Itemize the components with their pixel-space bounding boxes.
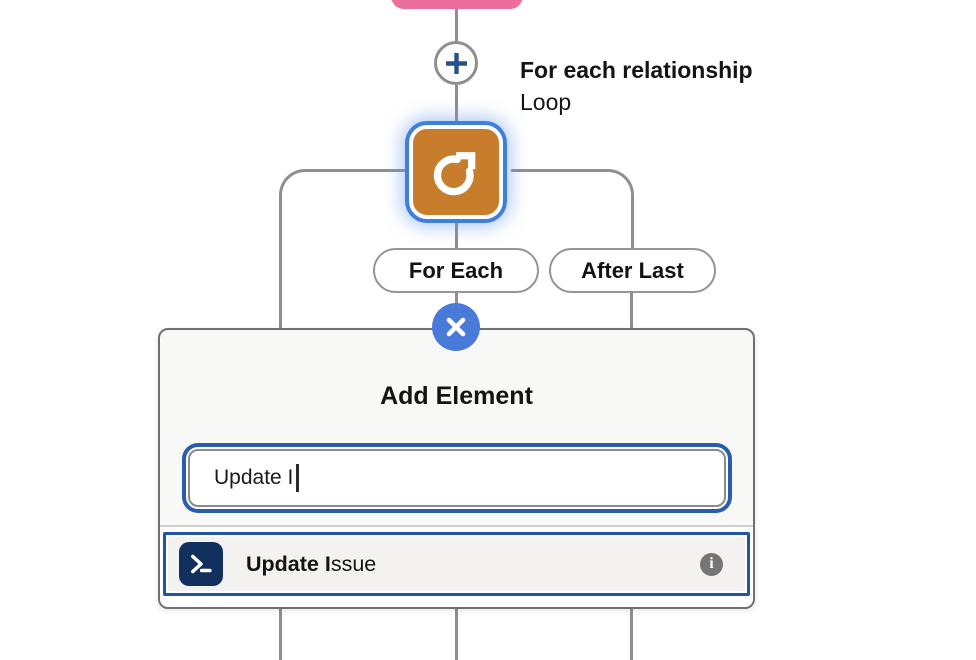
close-button[interactable] — [432, 303, 480, 351]
info-icon[interactable]: i — [700, 552, 723, 576]
node-type-label: Loop — [520, 89, 572, 115]
apex-action-icon — [179, 542, 223, 586]
plus-icon — [444, 51, 469, 76]
info-glyph: i — [709, 555, 714, 572]
search-input-value: Update I — [214, 466, 294, 489]
branch-pill-after-last: After Last — [549, 248, 716, 293]
loop-node[interactable] — [409, 125, 503, 219]
node-title: For each relationship — [520, 57, 753, 83]
connector-top — [455, 8, 458, 41]
connector-bottom-center — [455, 609, 458, 660]
popup-title: Add Element — [380, 382, 533, 410]
connector-afterlast-down — [630, 292, 633, 328]
result-label-rest: ssue — [330, 551, 377, 576]
branch-pill-for-each: For Each — [373, 248, 539, 293]
text-caret — [296, 464, 299, 492]
connector-after-last — [511, 169, 634, 249]
result-label: Update Issue — [246, 552, 376, 577]
branch-label-for-each: For Each — [408, 257, 504, 283]
connector-bottom-right — [630, 609, 633, 660]
result-row-update-issue[interactable]: Update Issue i — [163, 532, 750, 596]
add-element-popup: Add Element Update I Update Issue i — [158, 328, 755, 609]
element-search-input[interactable]: Update I — [188, 449, 726, 507]
close-x-icon — [445, 316, 467, 338]
connector-loop-to-foreach — [455, 220, 458, 250]
loop-refresh-icon — [428, 144, 484, 200]
connector-bottom-left — [279, 609, 282, 660]
search-results-list: Update Issue i — [160, 525, 753, 607]
add-element-button[interactable] — [434, 41, 478, 85]
result-label-match: Update I — [246, 551, 331, 576]
connector-loop-back — [279, 169, 409, 329]
previous-node-stub[interactable] — [391, 0, 523, 9]
connector-plus-to-loop — [455, 85, 458, 125]
branch-label-after-last: After Last — [581, 257, 684, 283]
node-label: For each relationship Loop — [520, 55, 753, 119]
